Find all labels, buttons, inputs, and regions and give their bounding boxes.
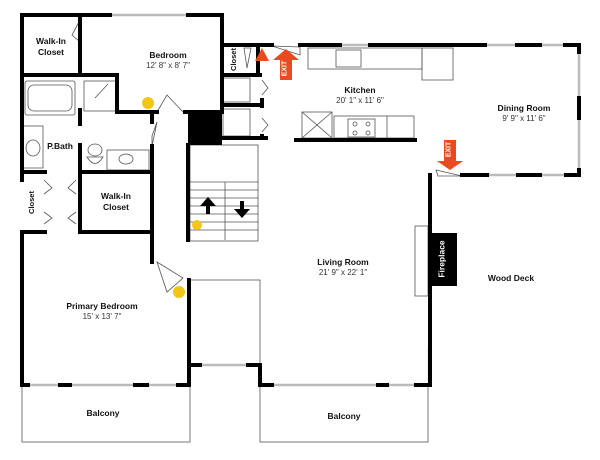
door-swing bbox=[156, 261, 184, 293]
room-closet-top: Closet bbox=[228, 48, 238, 71]
walls bbox=[20, 13, 581, 387]
room-name: Walk-In Closet bbox=[101, 191, 131, 212]
room-walk-in-closet-mid: Walk-In Closet bbox=[96, 191, 136, 212]
room-name: Balcony bbox=[327, 411, 361, 421]
room-name: Living Room bbox=[317, 257, 369, 267]
room-name: Wood Deck bbox=[487, 273, 535, 283]
down-arrow-icon bbox=[234, 201, 250, 218]
washer-icon bbox=[222, 77, 251, 103]
room-name: Primary Bedroom bbox=[66, 301, 138, 311]
room-name: Kitchen bbox=[344, 85, 376, 95]
room-primary-bedroom: Primary Bedroom 15' x 13' 7" bbox=[66, 301, 137, 322]
toilet-icon bbox=[87, 143, 103, 157]
room-living-room: Living Room 21' 9" x 22' 1" bbox=[317, 257, 368, 278]
exit-up-arrow-icon bbox=[273, 49, 299, 80]
warning-icon bbox=[255, 48, 269, 61]
room-name: Dining Room bbox=[497, 103, 551, 113]
room-p-bath: P.Bath bbox=[47, 141, 73, 152]
exit-label-right: EXIT bbox=[445, 141, 453, 158]
sink-icon bbox=[118, 153, 134, 165]
chimney-block bbox=[188, 112, 222, 145]
exit-down-arrow-icon bbox=[437, 140, 463, 170]
fireplace-label: Fireplace bbox=[436, 240, 447, 278]
stair-arrows bbox=[200, 197, 250, 218]
fireplace-block bbox=[430, 233, 457, 286]
room-balcony-left: Balcony bbox=[86, 408, 119, 419]
room-dimensions: 12' 8" x 8' 7" bbox=[146, 60, 190, 70]
room-dimensions: 21' 9" x 22' 1" bbox=[318, 267, 368, 277]
sink-icon bbox=[25, 139, 41, 157]
room-bedroom: Bedroom 12' 8" x 8' 7" bbox=[146, 50, 190, 71]
marker-icon bbox=[142, 97, 154, 109]
exit-label-top: EXIT bbox=[281, 60, 289, 77]
room-dimensions: 20' 1" x 11' 6" bbox=[336, 95, 384, 105]
kitchen-sink-icon bbox=[335, 49, 362, 68]
room-dimensions: 9' 9" x 11' 6" bbox=[502, 113, 546, 123]
door-swing bbox=[435, 169, 463, 177]
room-dining-room: Dining Room 9' 9" x 11' 6" bbox=[498, 103, 551, 124]
exit-markers bbox=[255, 48, 463, 170]
marker-icon bbox=[192, 220, 202, 230]
up-arrow-icon bbox=[200, 197, 216, 214]
markers bbox=[142, 97, 202, 298]
room-name: Balcony bbox=[86, 408, 120, 418]
room-kitchen: Kitchen 20' 1" x 11' 6" bbox=[336, 85, 384, 106]
room-balcony-right: Balcony bbox=[327, 411, 360, 422]
shower-icon bbox=[83, 80, 117, 112]
room-walk-in-closet-top: Walk-In Closet bbox=[31, 36, 71, 57]
room-name: Bedroom bbox=[149, 50, 187, 60]
windows bbox=[20, 13, 581, 387]
stove-icon bbox=[347, 118, 376, 138]
door-swing bbox=[156, 94, 184, 113]
room-closet-left: Closet bbox=[26, 191, 36, 214]
marker-icon bbox=[173, 286, 185, 298]
door-swing bbox=[151, 121, 158, 147]
door-swing bbox=[243, 47, 252, 69]
room-wood-deck: Wood Deck bbox=[488, 273, 534, 284]
room-name: Walk-In Closet bbox=[36, 36, 66, 57]
bathtub-icon bbox=[24, 80, 76, 116]
dryer-icon bbox=[222, 108, 251, 137]
room-dimensions: 15' x 13' 7" bbox=[82, 311, 122, 321]
room-name: P.Bath bbox=[47, 141, 73, 151]
